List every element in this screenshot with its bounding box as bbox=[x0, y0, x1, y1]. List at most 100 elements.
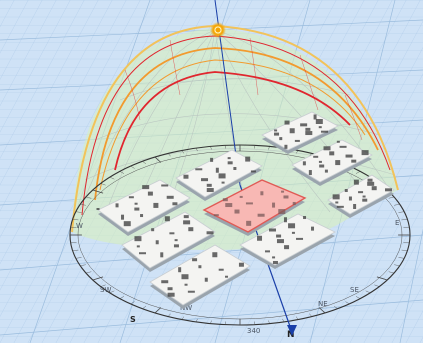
building bbox=[367, 181, 375, 186]
building bbox=[198, 265, 202, 269]
building bbox=[183, 220, 191, 225]
building bbox=[303, 216, 307, 220]
building bbox=[245, 156, 251, 162]
building bbox=[318, 160, 322, 163]
building bbox=[281, 190, 285, 193]
building bbox=[367, 178, 373, 182]
building bbox=[294, 139, 300, 142]
compass-label-340: 340 bbox=[247, 327, 260, 335]
building bbox=[272, 202, 276, 208]
city-block[interactable] bbox=[96, 179, 191, 236]
city-block-base bbox=[149, 244, 251, 306]
building bbox=[272, 260, 278, 264]
city-block-base bbox=[202, 179, 307, 233]
building bbox=[246, 220, 252, 226]
building bbox=[269, 228, 276, 232]
city-block[interactable] bbox=[327, 174, 395, 218]
building bbox=[245, 202, 253, 205]
building bbox=[345, 154, 353, 158]
building bbox=[302, 161, 306, 166]
building bbox=[183, 174, 189, 179]
building bbox=[234, 209, 240, 214]
city-block[interactable] bbox=[121, 211, 216, 272]
building bbox=[212, 252, 218, 258]
compass-label-se: SE bbox=[350, 286, 359, 294]
building bbox=[335, 201, 339, 204]
building bbox=[218, 268, 224, 271]
compass-label-w: W bbox=[76, 222, 83, 230]
city-block[interactable] bbox=[261, 111, 339, 154]
building bbox=[115, 203, 119, 208]
compass-label-sw: SW bbox=[100, 286, 111, 294]
sun-icon[interactable] bbox=[214, 26, 222, 34]
building bbox=[250, 170, 256, 173]
building bbox=[276, 239, 284, 244]
city-block[interactable] bbox=[149, 244, 251, 309]
building bbox=[278, 209, 286, 215]
building bbox=[279, 137, 283, 141]
building bbox=[147, 191, 153, 196]
building bbox=[225, 275, 229, 278]
building bbox=[233, 167, 237, 170]
building bbox=[329, 151, 335, 156]
building bbox=[134, 236, 142, 242]
building bbox=[160, 252, 164, 258]
analemma-lines bbox=[124, 37, 363, 141]
building bbox=[96, 208, 100, 210]
city-block-base bbox=[97, 179, 191, 233]
building bbox=[204, 277, 208, 282]
building bbox=[213, 214, 219, 217]
building bbox=[308, 170, 312, 176]
building bbox=[142, 185, 150, 190]
building bbox=[324, 169, 328, 173]
building bbox=[155, 240, 159, 245]
north-arrow-icon bbox=[287, 325, 297, 336]
building bbox=[206, 188, 214, 193]
building bbox=[221, 181, 225, 184]
building bbox=[227, 157, 231, 160]
city-block[interactable] bbox=[239, 213, 336, 269]
building bbox=[188, 227, 194, 232]
sun-path-winter bbox=[114, 71, 351, 171]
building bbox=[344, 189, 348, 193]
building bbox=[187, 290, 195, 293]
building bbox=[300, 123, 308, 127]
building bbox=[167, 292, 175, 297]
building bbox=[239, 195, 243, 198]
building bbox=[161, 280, 169, 284]
city-block-selected[interactable] bbox=[202, 179, 307, 236]
building bbox=[167, 287, 173, 291]
building bbox=[311, 226, 315, 231]
compass-label-ne: NE bbox=[318, 300, 328, 308]
building bbox=[153, 202, 159, 208]
city-block[interactable] bbox=[175, 149, 263, 201]
building bbox=[166, 195, 174, 199]
building bbox=[174, 239, 178, 242]
building bbox=[371, 186, 377, 191]
building bbox=[178, 267, 182, 273]
building bbox=[139, 252, 147, 255]
sun-path-equinox bbox=[94, 47, 379, 201]
building bbox=[320, 130, 328, 133]
city-block[interactable] bbox=[291, 139, 373, 186]
building bbox=[201, 178, 209, 182]
compass-label-e: E bbox=[395, 219, 399, 227]
building bbox=[313, 114, 317, 120]
building bbox=[121, 214, 125, 220]
building bbox=[332, 194, 340, 200]
building bbox=[215, 167, 219, 173]
compass-label-s: S bbox=[130, 315, 136, 324]
building bbox=[272, 256, 276, 259]
building bbox=[353, 203, 357, 209]
building bbox=[318, 126, 322, 129]
building bbox=[210, 157, 214, 162]
building bbox=[181, 274, 189, 280]
building bbox=[288, 223, 296, 229]
building bbox=[362, 195, 366, 198]
building bbox=[284, 245, 290, 250]
building bbox=[305, 127, 311, 131]
building bbox=[192, 258, 198, 262]
building bbox=[361, 150, 369, 156]
